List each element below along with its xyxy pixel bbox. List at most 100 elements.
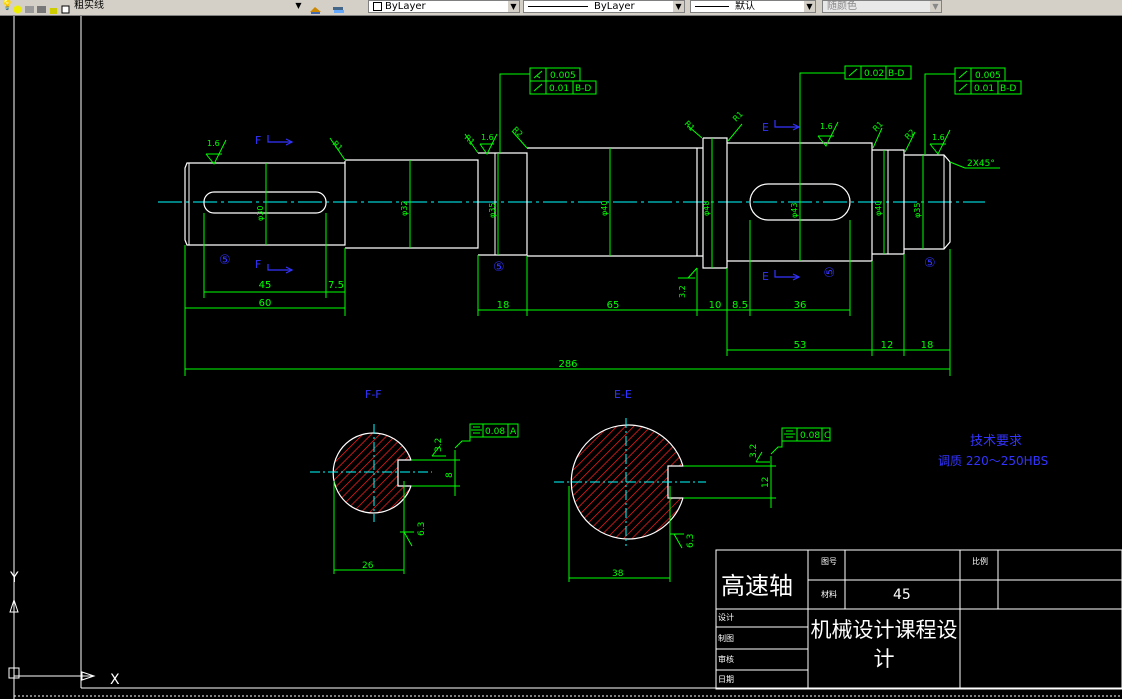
tol-mid-ref: B-D xyxy=(888,69,904,79)
linetype-combo[interactable]: ByLayer ▼ xyxy=(523,0,685,13)
balloon-1: ⑤ xyxy=(219,253,231,268)
section-title-ee: E-E xyxy=(614,388,632,401)
fillet-r1-e: R1 xyxy=(871,120,885,134)
roughness-1-6-mid: 1.6 xyxy=(481,133,494,142)
dim-65: 65 xyxy=(607,300,620,311)
lineweight-combo[interactable]: 默认 ▼ xyxy=(690,0,816,13)
layer-name: 粗实线 xyxy=(74,0,104,11)
dim-36: 36 xyxy=(794,300,807,311)
course-title-box: 机械设计课程设计 xyxy=(810,618,958,671)
roughness-3-2-ee: 3.2 xyxy=(749,444,759,458)
dim-60: 60 xyxy=(259,298,272,309)
section-marker-f-bottom: F xyxy=(255,258,261,271)
properties-toolbar: 💡 粗实线 ▼ ByLayer ▼ ByLayer ▼ 默认 ▼ 随颜色 ▼ xyxy=(0,0,1122,16)
section-marker-e-bottom: E xyxy=(762,270,769,283)
dim-8: 8 xyxy=(445,472,455,478)
section-ff-body xyxy=(332,432,412,514)
check-label: 审核 xyxy=(718,654,734,664)
shaft-outline xyxy=(184,137,951,269)
dim-diameter-35-right: φ35 xyxy=(913,203,922,218)
fillet-r2-b: R2 xyxy=(903,128,917,142)
dim-diameter-32: φ32 xyxy=(400,201,409,216)
roughness-symbols xyxy=(205,121,951,279)
draw-label: 制图 xyxy=(718,633,734,643)
dim-10: 10 xyxy=(709,300,722,311)
sun-icon[interactable] xyxy=(12,0,23,14)
date-label: 日期 xyxy=(718,675,734,684)
dim-18-right: 18 xyxy=(921,340,934,351)
ucs-icon xyxy=(8,598,96,681)
roughness-3-2-ff: 3.2 xyxy=(434,438,444,452)
dim-18-left: 18 xyxy=(497,300,510,311)
roughness-3-2: 3.2 xyxy=(678,285,687,298)
color-value: ByLayer xyxy=(385,1,426,12)
drawing-canvas[interactable]: φ30 φ32 φ35 φ40 φ48 φ43 φ40 φ35 45 7.5 6… xyxy=(0,16,1122,699)
section-cut-markers xyxy=(267,120,801,281)
tol-sym-c-ref: C xyxy=(824,431,830,441)
dim-45: 45 xyxy=(259,280,272,291)
linetype-value: ByLayer xyxy=(594,1,635,12)
chevron-down-icon[interactable]: ▼ xyxy=(804,1,815,12)
balloon-4: ⑤ xyxy=(924,256,936,271)
make-current-icon[interactable] xyxy=(309,0,321,14)
dim-7-5: 7.5 xyxy=(328,280,344,291)
tol-right-ref: B-D xyxy=(1000,84,1016,94)
layer-previous-icon[interactable] xyxy=(332,0,344,13)
section-ee-dims xyxy=(568,427,831,582)
plot-icon[interactable] xyxy=(36,0,47,13)
ucs-y-label: Y xyxy=(9,570,19,586)
horizontal-dims xyxy=(184,213,951,376)
title-block xyxy=(715,549,1122,690)
symmetry-icon xyxy=(471,426,482,434)
course-title: 机械设计课程设计 xyxy=(810,618,958,671)
chevron-down-icon[interactable]: ▼ xyxy=(673,1,684,12)
dim-diameter-40-right: φ40 xyxy=(874,201,883,216)
material-value: 45 xyxy=(893,587,911,603)
dim-diameter-40: φ40 xyxy=(600,201,609,216)
layer-color-icon[interactable] xyxy=(60,0,71,14)
dim-53: 53 xyxy=(794,340,807,351)
lineweight-value: 默认 xyxy=(735,1,755,12)
chevron-down-icon[interactable]: ▼ xyxy=(508,1,519,12)
section-ff-dims xyxy=(333,423,519,574)
lightbulb-icon[interactable]: 💡 xyxy=(1,0,14,11)
section-ff-centerlines xyxy=(310,424,432,522)
tol-sym-c-value: 0.08 xyxy=(800,431,820,441)
tol-left-ref: B-D xyxy=(575,84,591,94)
dim-38: 38 xyxy=(612,569,624,579)
chevron-down-icon[interactable]: ▼ xyxy=(295,1,302,10)
color-combo[interactable]: ByLayer ▼ xyxy=(368,0,520,13)
plotstyle-combo[interactable]: 随颜色 ▼ xyxy=(822,0,942,13)
plotstyle-value: 随颜色 xyxy=(827,1,857,12)
section-ee-centerlines xyxy=(554,418,706,546)
design-label: 设计 xyxy=(718,612,734,622)
roughness-1-6-left: 1.6 xyxy=(207,139,220,148)
symmetry-icon xyxy=(784,430,795,438)
keyway-left xyxy=(203,191,327,214)
freeze-icon[interactable] xyxy=(24,0,35,13)
balloon-2: ⑤ xyxy=(493,260,505,275)
roughness-1-6-right: 1.6 xyxy=(820,122,833,131)
lock-icon[interactable] xyxy=(48,0,59,14)
part-name: 高速轴 xyxy=(721,572,793,600)
dim-12-key: 12 xyxy=(761,477,771,488)
tol-left-a: 0.005 xyxy=(550,71,576,81)
tol-mid-a: 0.02 xyxy=(864,69,884,79)
dim-8-5: 8.5 xyxy=(732,300,748,311)
layer-combo[interactable]: 粗实线 ▼ xyxy=(70,0,304,13)
section-marker-e-top: E xyxy=(762,121,769,134)
color-swatch-icon xyxy=(373,1,382,11)
section-title-ff: F-F xyxy=(365,388,382,401)
tolerance-frames xyxy=(499,65,1022,155)
tech-req-title: 技术要求 xyxy=(970,434,1022,449)
dim-diameter-43: φ43 xyxy=(790,203,799,218)
fillet-r1-d: R1 xyxy=(731,110,745,124)
tol-sym-a-ref: A xyxy=(510,427,517,437)
drawing-no-label: 图号 xyxy=(821,557,837,566)
chevron-down-icon[interactable]: ▼ xyxy=(930,1,941,12)
runout-icons xyxy=(533,68,968,92)
material-label: 材料 xyxy=(821,589,837,599)
dim-286: 286 xyxy=(558,359,577,370)
lineweight-sample xyxy=(695,5,729,7)
roughness-6-3-ff: 6.3 xyxy=(417,522,427,536)
